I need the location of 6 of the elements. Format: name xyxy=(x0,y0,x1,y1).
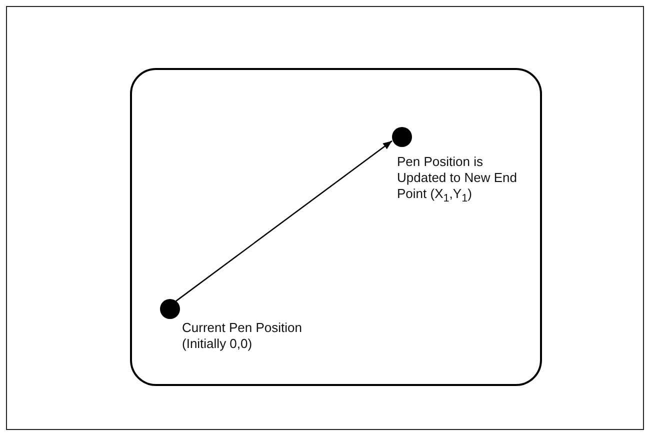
position-caption: Pen Position is Updated to New End Point (X$_{1}$,Y$_{1}$) xyxy=(397,154,518,207)
position-caption: Current Pen Position (Initially 0,0) xyxy=(182,320,303,352)
screen-outline xyxy=(130,68,542,386)
pen-dot xyxy=(392,127,412,147)
pen-dot xyxy=(160,299,180,319)
arrow xyxy=(176,140,392,302)
